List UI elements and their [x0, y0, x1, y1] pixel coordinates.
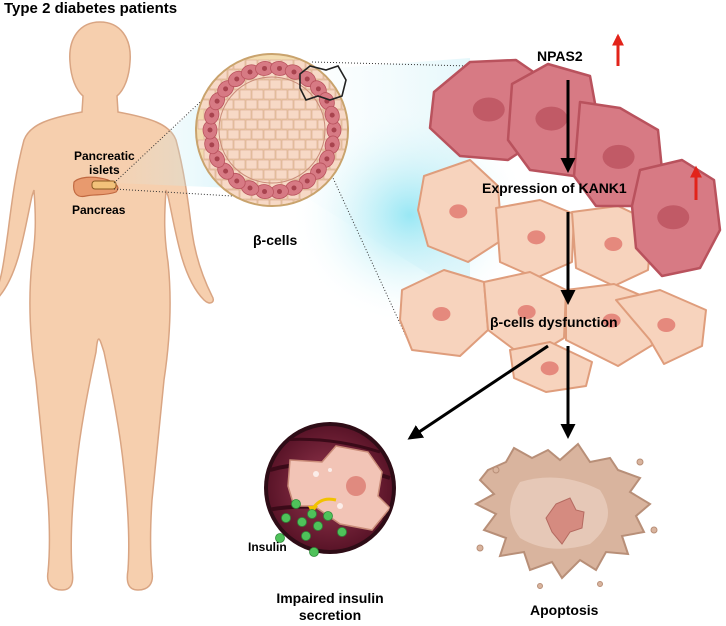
insulin-granule-icon: [323, 511, 333, 521]
cell-cluster: [399, 58, 722, 393]
insulin-granule-icon: [281, 513, 291, 523]
cell-nucleus: [432, 307, 451, 321]
cell-nucleus: [602, 144, 635, 169]
insulin-secretion-lens: [264, 422, 396, 554]
label-npas2: NPAS2: [537, 48, 583, 64]
pancreas-organ: [73, 176, 119, 198]
cell-nucleus: [527, 230, 546, 245]
label-insulin: Insulin: [248, 540, 287, 554]
insulin-granule-icon: [309, 547, 319, 557]
label-beta-cells: β-cells: [253, 232, 298, 248]
insulin-granule-icon: [275, 533, 285, 543]
insulin-granule-icon: [297, 517, 307, 527]
label-impaired-insulin-secretion: Impaired insulin secretion: [276, 590, 384, 623]
insulin-granules: [275, 499, 347, 557]
zoom-line-bottom: [297, 101, 411, 346]
cell-nucleus: [657, 318, 676, 332]
page-title: Type 2 diabetes patients: [4, 0, 178, 17]
label-dysfunction: β-cells dysfunction: [490, 314, 618, 330]
label-pancreas: Pancreas: [72, 203, 126, 217]
cell-nucleus: [472, 97, 505, 122]
human-body-figure: [0, 21, 215, 591]
cell-nucleus: [540, 361, 559, 376]
apoptotic-cell: [473, 442, 658, 589]
cell-nucleus: [657, 205, 690, 230]
label-apoptosis: Apoptosis: [530, 602, 599, 618]
insulin-granule-icon: [301, 531, 311, 541]
insulin-granule-icon: [307, 509, 317, 519]
cell-nucleus: [602, 313, 621, 328]
label-pancreatic-islets: Pancreatic islets: [74, 149, 135, 177]
insulin-granule-icon: [337, 527, 347, 537]
insulin-granule-icon: [313, 521, 323, 531]
cell-nucleus: [517, 305, 536, 319]
flow-arrow-icon: [407, 344, 549, 440]
cell-nucleus: [535, 106, 568, 131]
pancreatic-islet: [195, 53, 349, 207]
label-kank1: Expression of KANK1: [482, 180, 627, 196]
insulin-granule-icon: [291, 499, 301, 509]
cell-nucleus: [449, 204, 468, 219]
cell-nucleus: [604, 237, 623, 251]
